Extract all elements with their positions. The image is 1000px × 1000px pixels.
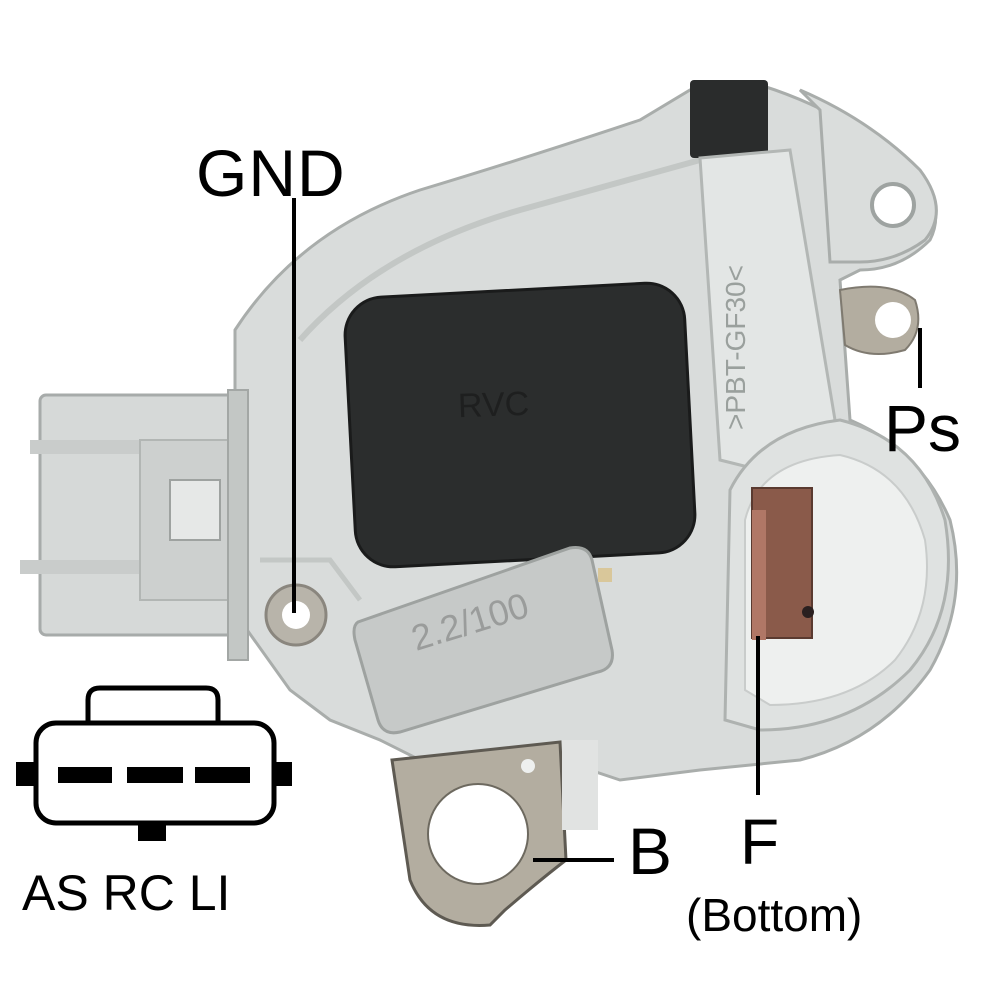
- gnd-label: GND: [196, 136, 346, 210]
- ps-label: Ps: [884, 391, 962, 465]
- pin-as: [58, 767, 112, 783]
- pin-li: [195, 767, 250, 783]
- f-bottom-note: (Bottom): [686, 889, 863, 941]
- top-block: [690, 80, 768, 158]
- pin-rc: [127, 767, 183, 783]
- rvc-cover: [343, 281, 697, 569]
- connector-pin-labels: AS RC LI: [22, 865, 231, 921]
- b-label: B: [628, 814, 673, 888]
- b-terminal: [390, 740, 598, 927]
- cover-marking: RVC: [457, 384, 530, 426]
- wiring-connector: [20, 389, 249, 661]
- connector-pinout-diagram: [16, 685, 292, 841]
- capacitor-block: [352, 546, 614, 735]
- brush-well: [723, 418, 950, 732]
- housing-material-marking: >PBT-GF30<: [720, 265, 751, 430]
- f-label: F: [740, 806, 780, 878]
- mounting-hole: [870, 182, 916, 228]
- gnd-terminal: [264, 583, 328, 647]
